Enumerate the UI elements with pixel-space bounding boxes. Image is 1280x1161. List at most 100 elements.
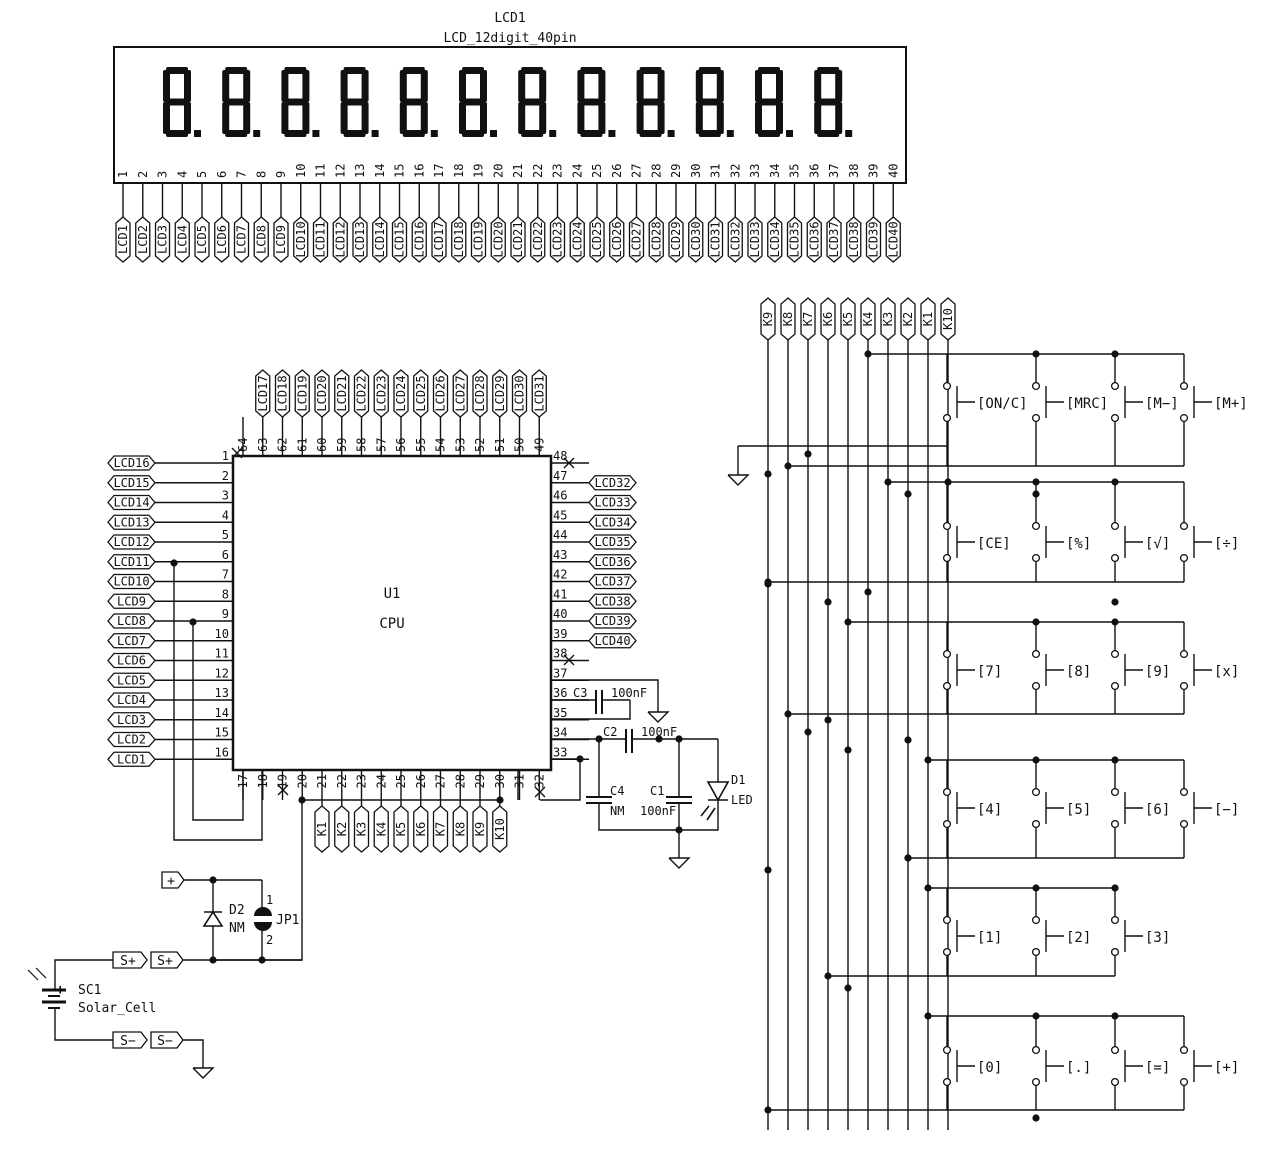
switch-contact: [942, 521, 952, 531]
c1-ref: C1: [650, 784, 664, 798]
lcd-decimal-point: [312, 130, 320, 137]
junction-dot: [1111, 756, 1119, 764]
lcd-decimal-point: [608, 130, 616, 137]
net-label: [334, 369, 350, 418]
switch-contact: [1110, 1045, 1120, 1055]
switch-contact: [1110, 1077, 1120, 1087]
net-label: [107, 514, 156, 530]
lcd-segment: [184, 70, 191, 102]
junction-dot: [1111, 598, 1119, 606]
cpu-pin-number: 8: [222, 587, 229, 601]
cpu-pin-number: 10: [215, 627, 229, 641]
lcd-segment: [580, 98, 603, 106]
net-label-text: LCD28: [473, 375, 487, 411]
key-label: [0]: [977, 1060, 1002, 1076]
lcd-digits: [163, 67, 853, 137]
lcd-segment: [302, 70, 310, 102]
lcd-pin-number: 29: [669, 164, 683, 178]
net-label-text: LCD6: [117, 654, 146, 668]
net-label: [107, 593, 156, 609]
cpu-ref: U1: [384, 586, 401, 602]
key-label: [÷]: [1214, 536, 1239, 552]
net-label: [413, 369, 429, 418]
net-label-text: K8: [453, 822, 467, 836]
lcd-segment: [166, 98, 188, 106]
lcd-pin-number: 36: [807, 164, 821, 178]
lcd-pin-number: 4: [175, 171, 189, 178]
junction-dot: [496, 796, 504, 804]
net-label: [880, 297, 896, 341]
net-label-text: LCD17: [256, 375, 270, 411]
net-label-text: K10: [493, 818, 507, 840]
lcd-segment: [598, 70, 606, 102]
capacitor-c3: [595, 690, 603, 714]
sminus-flag-left-text: S−: [120, 1034, 136, 1049]
wire: [54, 959, 113, 990]
sc1-polarity: +: [56, 982, 64, 998]
lcd-segment: [222, 102, 230, 134]
wire: [598, 803, 679, 831]
net-label: [727, 216, 743, 263]
lcd-segment: [166, 67, 188, 74]
cpu-pin-number: 3: [222, 489, 229, 503]
switch-contact: [1031, 553, 1041, 563]
key-label: [=]: [1145, 1060, 1170, 1076]
net-label: [940, 297, 956, 341]
net-label-text: LCD11: [314, 221, 328, 257]
net-label: [707, 216, 724, 263]
junction-dot: [804, 450, 812, 458]
d1-value: LED: [731, 793, 753, 807]
lcd-segment: [577, 70, 585, 102]
cpu-pin-number: 63: [256, 438, 270, 452]
cpu-pin-number: 2: [222, 469, 229, 483]
lcd-segment: [598, 102, 606, 134]
lcd-pin-number: 31: [709, 164, 723, 178]
net-label: [373, 805, 389, 853]
d1-ref: D1: [731, 773, 745, 787]
lcd-pin-number: 8: [254, 171, 268, 178]
net-label: [589, 216, 605, 263]
lcd-decimal-point: [845, 130, 853, 137]
lcd-segment: [755, 70, 762, 102]
switch-contact: [942, 1045, 952, 1055]
net-label-text: LCD35: [594, 535, 630, 549]
net-label: [760, 297, 776, 341]
junction-dot: [944, 478, 952, 486]
lcd-pin-number: 20: [491, 164, 505, 178]
lcd-segment: [340, 70, 348, 102]
switch-contact: [1031, 787, 1041, 797]
cpu-pin-number: 51: [493, 438, 507, 452]
net-label: [452, 369, 468, 418]
junction-dot: [1032, 618, 1040, 626]
cpu-pin-number: 32: [532, 774, 546, 788]
junction-dot: [209, 876, 217, 884]
net-label-text: LCD3: [117, 713, 146, 727]
lcd-segment: [698, 130, 721, 137]
net-label: [588, 554, 637, 570]
junction-dot: [655, 735, 663, 743]
lcd-pin-number: 6: [215, 171, 229, 178]
junction-dot: [764, 470, 772, 478]
net-label-text: LCD5: [195, 225, 209, 254]
c3-ref: C3: [573, 686, 587, 700]
net-label: [294, 369, 310, 418]
lcd-pin-number: 40: [886, 164, 900, 178]
net-label: [431, 216, 447, 263]
cpu-pin-number: 44: [553, 528, 567, 542]
lcd-segment: [636, 102, 644, 134]
lcd-segment: [716, 70, 724, 102]
net-label-text: K2: [335, 822, 349, 836]
switch-contact: [942, 1077, 952, 1087]
junction-dot: [1111, 1012, 1119, 1020]
switch-contact: [942, 681, 952, 691]
junction-dot: [1032, 884, 1040, 892]
lcd-segment: [695, 70, 703, 102]
net-label-text: LCD38: [594, 594, 630, 608]
lcd-segment: [776, 70, 783, 102]
junction-dot: [904, 490, 912, 498]
junction-dot: [824, 598, 832, 606]
net-label: [255, 369, 271, 418]
net-label: [233, 216, 250, 263]
switch-contact: [1179, 553, 1189, 563]
